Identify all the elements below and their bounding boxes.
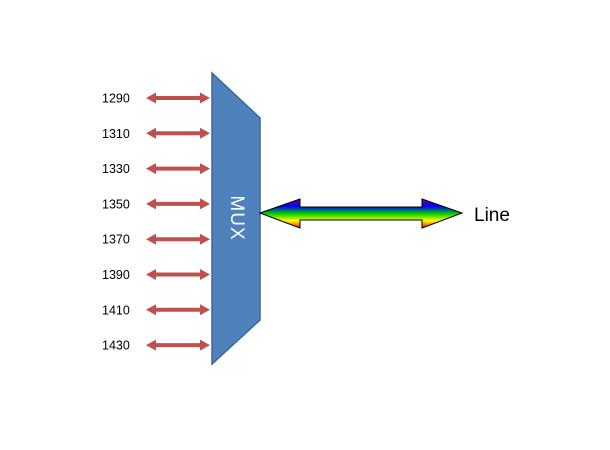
channel-double-arrow bbox=[146, 269, 210, 280]
channel-list: 1290 1310 1330 1350 1370 1390 1410 1430 bbox=[102, 92, 210, 353]
channel-row: 1390 bbox=[102, 268, 210, 282]
channel-label: 1310 bbox=[102, 127, 130, 141]
channel-row: 1430 bbox=[102, 339, 210, 353]
channel-double-arrow bbox=[146, 198, 210, 210]
channel-label: 1290 bbox=[102, 92, 130, 106]
channel-double-arrow bbox=[146, 163, 210, 175]
channel-row: 1310 bbox=[102, 127, 210, 141]
line-label: Line bbox=[474, 205, 510, 226]
channel-row: 1290 bbox=[102, 92, 210, 106]
mux-block bbox=[211, 71, 261, 366]
channel-row: 1350 bbox=[102, 197, 210, 211]
channel-double-arrow bbox=[146, 233, 210, 245]
channel-label: 1350 bbox=[102, 197, 130, 211]
channel-double-arrow bbox=[146, 92, 210, 104]
channel-double-arrow bbox=[146, 339, 210, 351]
channel-double-arrow bbox=[146, 304, 210, 316]
mux-label: MUX bbox=[226, 195, 247, 240]
channel-label: 1330 bbox=[102, 162, 130, 176]
channel-row: 1330 bbox=[102, 162, 210, 176]
channel-label: 1410 bbox=[102, 303, 130, 317]
channel-row: 1410 bbox=[102, 303, 210, 317]
channel-double-arrow bbox=[146, 127, 210, 139]
channel-label: 1390 bbox=[102, 268, 130, 282]
channel-label: 1430 bbox=[102, 339, 130, 353]
channel-label: 1370 bbox=[102, 233, 130, 247]
line-double-arrow bbox=[258, 198, 464, 229]
channel-row: 1370 bbox=[102, 233, 210, 247]
